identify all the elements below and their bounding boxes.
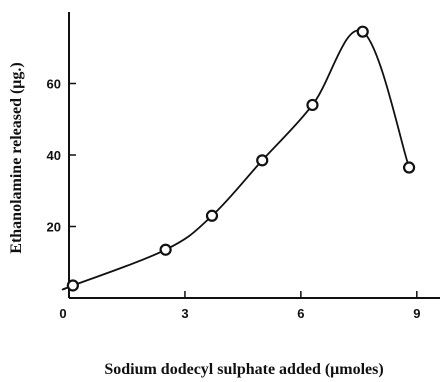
x-tick-label-0: 0 (59, 306, 66, 321)
data-point (402, 161, 416, 174)
data-points (66, 25, 416, 292)
x-axis-title: Sodium dodecyl sulphate added (μmoles) (104, 361, 383, 378)
data-point (159, 243, 172, 256)
data-point (205, 209, 219, 222)
fitted-curve (61, 29, 410, 291)
x-ticks: 0 3 6 9 (59, 291, 420, 321)
y-axis-title: Ethanolamine released (μg.) (8, 62, 25, 253)
x-tick-label-9: 9 (413, 306, 420, 321)
plot-area: 20 40 60 0 3 6 9 (47, 12, 440, 321)
y-tick-label-60: 60 (47, 77, 61, 92)
data-point (66, 279, 79, 292)
y-ticks: 20 40 60 (47, 77, 76, 235)
data-point (356, 25, 369, 38)
data-point (306, 98, 319, 112)
data-point (256, 154, 269, 167)
x-tick-label-3: 3 (181, 306, 188, 321)
x-tick-label-6: 6 (297, 306, 304, 321)
y-tick-label-20: 20 (47, 220, 61, 235)
y-tick-label-40: 40 (47, 148, 61, 163)
